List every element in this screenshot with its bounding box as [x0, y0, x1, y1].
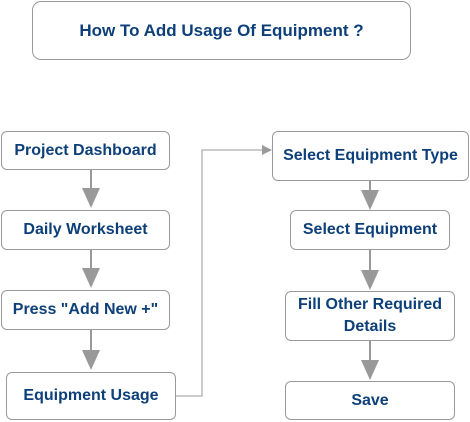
step-save: Save	[285, 381, 455, 420]
arrow-fill-to-save	[361, 341, 379, 380]
step-select-equipment: Select Equipment	[290, 210, 450, 250]
connector-usage-to-type	[176, 145, 272, 397]
step-select-equipment-type: Select Equipment Type	[272, 131, 469, 181]
step-fill-other-details: Fill Other Required Details	[285, 291, 455, 341]
arrow-equipment-to-fill	[361, 250, 379, 290]
arrow-press-to-equipment-usage	[82, 330, 100, 370]
step-project-dashboard: Project Dashboard	[1, 131, 170, 170]
arrow-type-to-equipment	[361, 181, 379, 210]
step-equipment-usage: Equipment Usage	[6, 372, 176, 420]
step-daily-worksheet: Daily Worksheet	[1, 210, 170, 250]
page-title: How To Add Usage Of Equipment ?	[32, 1, 411, 60]
step-press-add-new: Press "Add New +"	[1, 290, 170, 330]
arrow-dashboard-to-worksheet	[82, 170, 100, 208]
arrow-worksheet-to-press	[82, 250, 100, 288]
